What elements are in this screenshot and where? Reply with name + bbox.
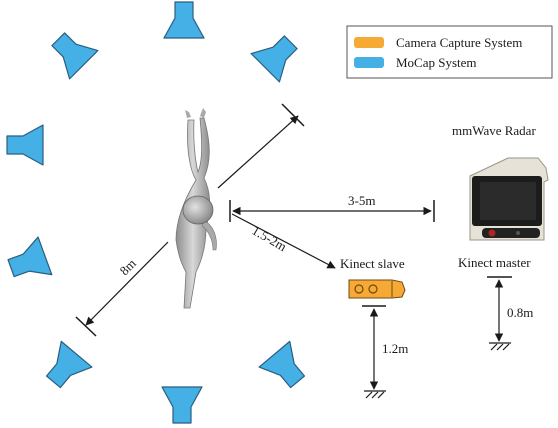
arrow-diameter [85, 241, 169, 326]
human-figure-icon [175, 108, 217, 309]
ground-symbol-icon [364, 390, 386, 399]
legend-label-mocap: MoCap System [396, 55, 477, 70]
tick-upper-right [281, 103, 305, 127]
mocap-camera-icon [161, 386, 203, 424]
label-kinect-slave: Kinect slave [340, 256, 405, 271]
mocap-ring [3, 1, 314, 424]
arrow-slave-distance [231, 213, 336, 269]
label-master-height: 0.8m [507, 305, 533, 320]
mocap-camera-icon [250, 27, 306, 83]
label-radar-distance: 3-5m [348, 193, 375, 208]
tick-diameter [75, 316, 97, 337]
radar-device-icon [469, 157, 549, 241]
mocap-camera-icon [43, 24, 99, 80]
legend-swatch-camera [354, 37, 384, 48]
label-slave-height: 1.2m [382, 341, 408, 356]
mocap-camera-icon [37, 340, 93, 396]
kinect-sensor-icon [348, 279, 406, 299]
mocap-camera-icon [3, 236, 53, 288]
mocap-camera-icon [6, 124, 44, 166]
label-kinect-master: Kinect master [458, 255, 531, 270]
label-slave-distance: 1.5-2m [250, 223, 290, 255]
ground-symbol-icon [489, 342, 511, 351]
arrow-upper-right [217, 115, 299, 189]
head [182, 195, 214, 225]
legend: Camera Capture System MoCap System [346, 25, 553, 79]
mocap-camera-icon [258, 340, 314, 396]
legend-label-camera: Camera Capture System [396, 35, 522, 50]
legend-swatch-mocap [354, 57, 384, 68]
label-radar: mmWave Radar [452, 123, 536, 138]
mocap-camera-icon [163, 1, 205, 39]
